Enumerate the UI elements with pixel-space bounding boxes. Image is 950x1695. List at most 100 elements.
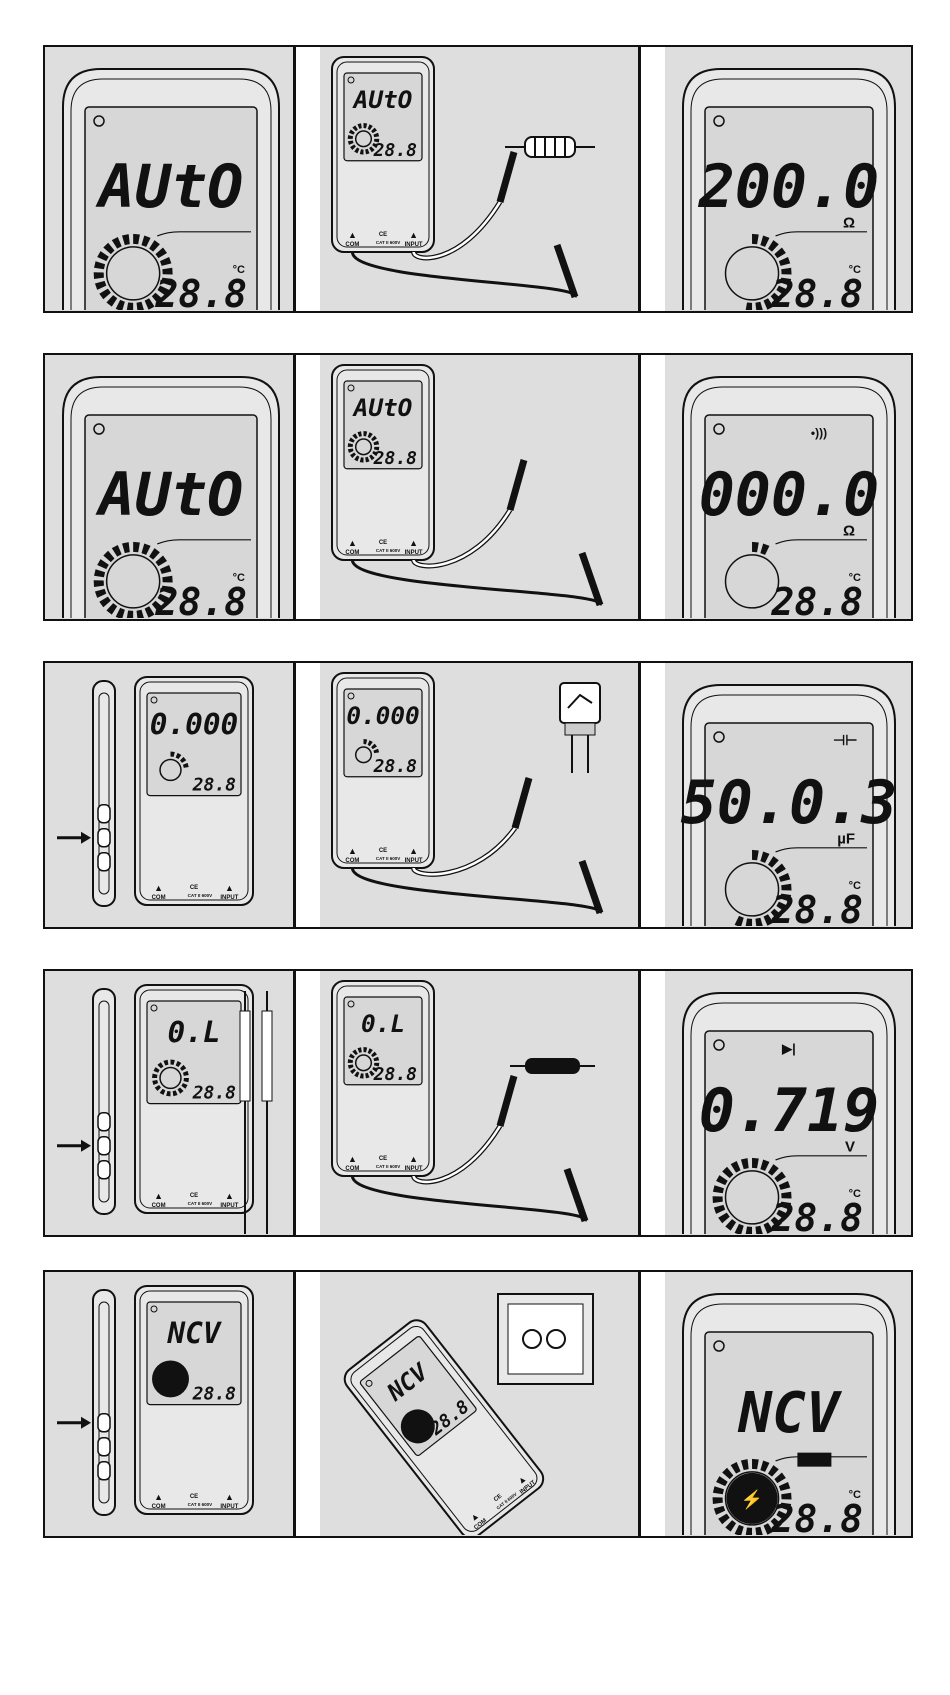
ce-mark: CE xyxy=(379,540,387,546)
bar-segment xyxy=(745,918,753,926)
bar-segment xyxy=(778,1481,791,1491)
bar-segment xyxy=(776,901,788,912)
bar-segment xyxy=(718,1513,730,1525)
divider xyxy=(638,971,641,1235)
lcd-screen xyxy=(84,106,258,310)
probe-handle xyxy=(578,859,604,915)
bar-segment xyxy=(160,256,172,266)
bar-segment xyxy=(347,443,354,447)
bar-segment xyxy=(141,235,151,247)
small-temp: 28.8 xyxy=(192,775,236,796)
bar-segment xyxy=(170,751,175,757)
small-temp: 28.8 xyxy=(373,756,417,777)
arrow-head xyxy=(81,1416,91,1429)
small-lcd xyxy=(343,996,423,1086)
panel-illustration: 0.719▶|V28.8°C xyxy=(682,992,896,1234)
bar-segment xyxy=(781,883,792,891)
bar-segment xyxy=(99,288,111,300)
bar-segment xyxy=(755,1526,763,1535)
black-test-lead xyxy=(350,559,602,607)
bar-segment xyxy=(347,1059,354,1063)
meter-body: 0.719▶|V28.8°C xyxy=(682,992,896,1234)
bar-segment xyxy=(157,285,170,296)
bar-center-circle xyxy=(354,746,373,764)
divider xyxy=(638,355,641,619)
bar-segment xyxy=(365,148,370,155)
bar-segment xyxy=(161,585,173,594)
warning-icon: ▲ xyxy=(348,230,357,240)
bar-segment xyxy=(734,915,744,926)
bar-segment xyxy=(144,606,155,618)
com-label: COM xyxy=(152,1504,166,1510)
bar-segment xyxy=(363,739,368,745)
bar-segment xyxy=(712,1486,724,1495)
small-temp: 28.8 xyxy=(373,448,417,469)
bar-segment xyxy=(357,123,362,129)
bar-segment xyxy=(111,236,122,249)
bar-segment xyxy=(175,1060,182,1068)
ce-mark: CE xyxy=(379,232,387,238)
bar-segment xyxy=(159,1088,166,1096)
bar-segment xyxy=(153,1067,160,1073)
com-label: COM xyxy=(152,895,166,901)
celsius-label: °C xyxy=(849,1489,861,1501)
divider xyxy=(638,1272,641,1536)
bar-segment xyxy=(94,261,106,270)
input-label: INPUT xyxy=(405,242,423,248)
bar-segment xyxy=(180,1064,187,1071)
power-icon xyxy=(713,115,725,127)
outlet-hole xyxy=(546,1329,566,1349)
bar-center-circle xyxy=(354,438,373,456)
bar-segment xyxy=(177,1087,184,1094)
bar-segment xyxy=(365,456,370,463)
cat-rating: CAT II 600V xyxy=(188,1201,212,1206)
bar-segment xyxy=(162,267,173,275)
divider xyxy=(638,47,641,311)
com-label: COM xyxy=(345,858,359,864)
bar-segment xyxy=(372,1066,379,1073)
bar-segment xyxy=(363,1047,368,1053)
meter-inner-outline xyxy=(690,694,888,926)
temperature-reading: 28.8 xyxy=(770,272,863,310)
input-label: INPUT xyxy=(405,1166,423,1172)
probe-handle xyxy=(496,1075,518,1127)
bar-center-circle xyxy=(105,554,161,609)
lcd-divider xyxy=(157,231,251,237)
bar-segment xyxy=(712,1497,723,1505)
bar-segment xyxy=(369,146,375,153)
bar-segment xyxy=(103,242,115,255)
bar-segment xyxy=(367,432,373,439)
small-lcd xyxy=(146,692,242,797)
lcd-screen xyxy=(84,414,258,618)
bar-segment xyxy=(752,233,759,245)
cat-rating: CAT II 600V xyxy=(188,1502,212,1507)
bar-segment xyxy=(359,149,364,155)
bar-segment xyxy=(163,1059,169,1066)
bar-segment xyxy=(162,575,173,583)
bar-segment xyxy=(755,301,763,310)
power-icon xyxy=(150,696,158,704)
bar-segment xyxy=(373,446,380,451)
power-icon xyxy=(713,423,725,435)
temperature-reading: 28.8 xyxy=(770,1196,863,1234)
ce-mark: CE xyxy=(379,1156,387,1162)
cat-rating: CAT II 600V xyxy=(376,1164,400,1169)
temperature-reading: 28.8 xyxy=(770,888,863,926)
lcd-main-reading: AUtO xyxy=(95,152,244,222)
unit-label: V xyxy=(845,1139,855,1156)
bar-segment xyxy=(122,542,130,554)
warning-icon: ▲ xyxy=(348,538,357,548)
side-button xyxy=(97,804,111,824)
bar-segment xyxy=(734,1524,744,1535)
ncv-bolt-circle xyxy=(152,1360,189,1398)
